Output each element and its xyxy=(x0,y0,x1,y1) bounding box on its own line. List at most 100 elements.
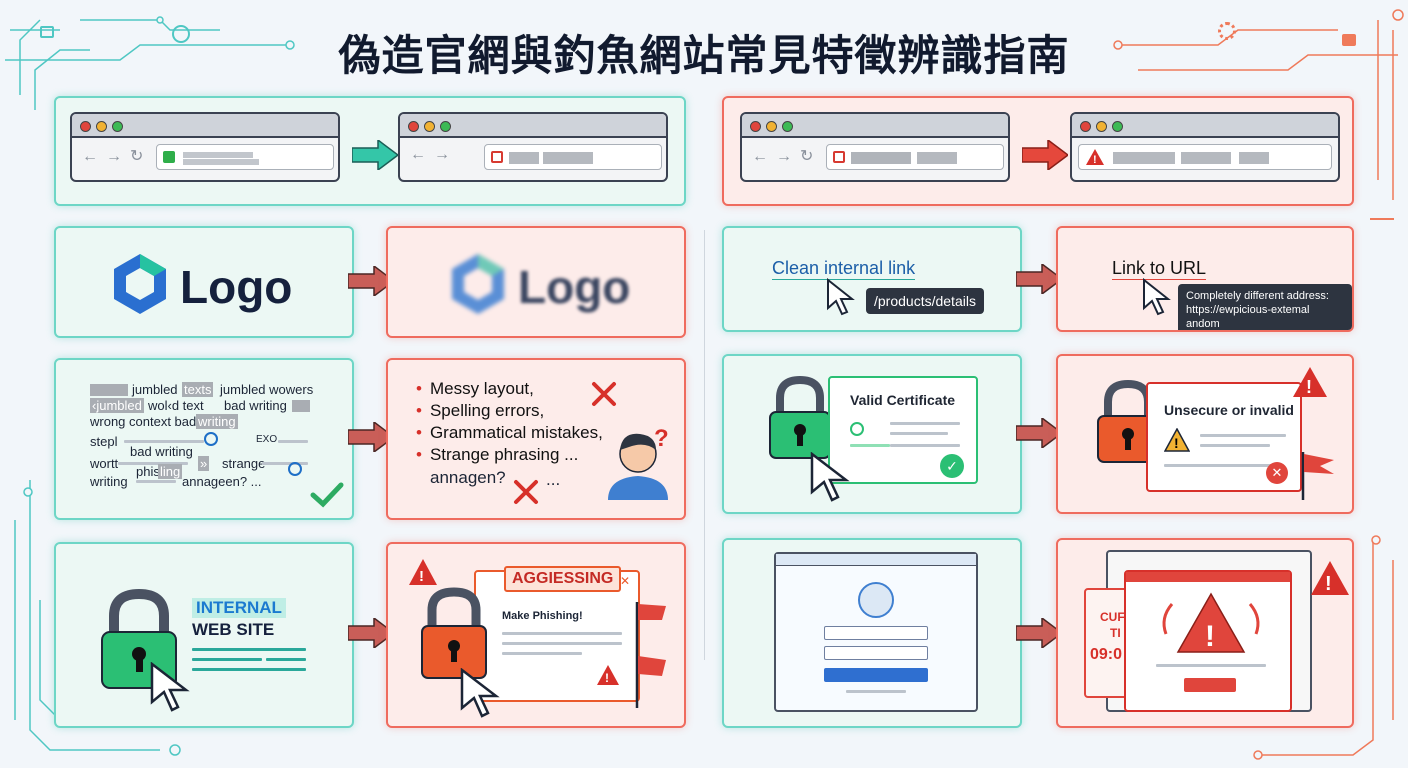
panel-scam-popup: CUF TI 09:0 ! ! xyxy=(1056,538,1354,728)
warning-icon: ! xyxy=(597,665,619,685)
warning-icon: ! xyxy=(1164,428,1190,452)
password-input[interactable] xyxy=(824,646,928,660)
padlock-open-icon xyxy=(833,151,845,163)
scam-alert-window: ! xyxy=(1124,570,1292,712)
tooltip-line-2: https://ewpicious-extemal andom xyxy=(1186,304,1310,330)
cursor-icon xyxy=(810,452,850,502)
arrow-right-icon xyxy=(348,266,394,296)
panel-text-problems: Messy layout, Spelling errors, Grammatic… xyxy=(386,358,686,520)
link-tooltip-clean: /products/details xyxy=(866,288,984,314)
page-title: 偽造官網與釣魚網站常見特徵辨識指南 xyxy=(338,31,1070,80)
panel-fake-popup: ! AGGIESSING ✕ Make Phishing! ! xyxy=(386,542,686,728)
jumbled-highlight: texts xyxy=(182,382,214,397)
lock-icon-corner-red xyxy=(1342,34,1356,46)
cursor-icon xyxy=(460,668,500,718)
address-bar xyxy=(826,144,1004,170)
problem-item: Grammatical mistakes, xyxy=(416,422,603,444)
cursor-icon xyxy=(150,662,190,712)
avatar xyxy=(858,582,894,618)
arrow-right-icon xyxy=(348,422,394,452)
certificate-title-valid: Valid Certificate xyxy=(850,392,956,408)
jumbled-line: wrong context bad xyxy=(90,414,197,429)
globe-icon xyxy=(172,25,190,43)
panel-url-suspicious: ←→↻ ! xyxy=(722,96,1354,206)
gear-icon xyxy=(1218,22,1236,40)
tooltip-line-1: Completely different address: xyxy=(1186,290,1329,302)
circuit-decoration-right xyxy=(1113,9,1404,760)
clean-link-text[interactable]: Clean internal link xyxy=(772,258,916,280)
cursor-icon xyxy=(827,278,855,316)
browser-window-modified: ←→ xyxy=(398,112,668,182)
svg-text:!: ! xyxy=(1306,377,1312,397)
svg-text:!: ! xyxy=(1174,435,1179,451)
nav-arrows-icon: ←→↻ xyxy=(82,148,152,165)
bad-link-text[interactable]: Link to URL xyxy=(1112,258,1207,280)
arrow-right-icon xyxy=(1016,264,1062,294)
panel-login-genuine xyxy=(722,538,1022,728)
green-status-dots-icon xyxy=(850,422,864,436)
jumbled-line: writing xyxy=(90,474,128,489)
jumbled-line: jumbled wowers xyxy=(220,382,314,397)
warning-icon: ! xyxy=(409,559,437,585)
jumbled-highlight: ling xyxy=(158,464,183,479)
lock-icon-corner xyxy=(40,26,54,38)
panel-internal-site: INTERNAL WEB SITE xyxy=(54,542,354,728)
red-flag-icon xyxy=(1301,452,1334,500)
svg-text:?: ? xyxy=(654,425,669,452)
big-warning-icon: ! xyxy=(1162,592,1260,653)
certificate-card-valid: Valid Certificate ✓ xyxy=(828,376,978,484)
nav-arrows-icon: ←→ xyxy=(410,146,458,163)
scam-action-button[interactable] xyxy=(1184,678,1236,692)
internal-label: INTERNAL xyxy=(192,598,286,618)
nav-arrows-icon: ←→↻ xyxy=(752,148,822,165)
problem-item: Spelling errors, xyxy=(416,400,603,422)
problem-trailing-text: annagen? xyxy=(430,468,506,487)
warning-icon: ! xyxy=(1293,367,1327,397)
fake-popup-header: AGGIESSING xyxy=(504,566,622,592)
username-input[interactable] xyxy=(824,626,928,640)
logo-hexagon-icon xyxy=(114,254,166,314)
logo-text-genuine: Logo xyxy=(180,261,293,313)
svg-text:!: ! xyxy=(1205,620,1215,653)
address-bar xyxy=(484,144,662,170)
warning-icon: ! xyxy=(1311,561,1349,595)
close-icon[interactable]: ✕ xyxy=(619,574,630,588)
jumbled-line: wol‹d text xyxy=(148,398,204,413)
back-popup-text: CUF xyxy=(1100,610,1125,624)
circuit-decoration-left xyxy=(5,16,295,756)
login-window xyxy=(774,552,978,712)
address-bar xyxy=(156,144,334,170)
panel-url-lock-genuine: ←→↻ ←→ xyxy=(54,96,686,206)
jumbled-line: strange xyxy=(222,456,266,471)
divider-line xyxy=(704,230,705,660)
fake-popup-body: Make Phishing! xyxy=(502,610,583,622)
website-label: WEB SITE xyxy=(192,620,275,639)
checkmark-icon xyxy=(310,482,344,508)
padlock-red-icon xyxy=(421,587,487,679)
cross-icon xyxy=(592,382,616,406)
login-button[interactable] xyxy=(824,668,928,682)
magnifier-icon xyxy=(288,462,302,476)
jumbled-highlight: » xyxy=(198,456,210,471)
warning-icon: ! xyxy=(1086,149,1104,166)
padlock-closed-icon xyxy=(163,151,175,163)
padlock-green-icon xyxy=(769,375,831,459)
svg-text:!: ! xyxy=(1093,154,1097,166)
svg-text:!: ! xyxy=(1325,573,1332,595)
browser-window-suspicious: ←→↻ xyxy=(740,112,1010,182)
logo-text-fake: Logo xyxy=(518,261,631,313)
jumbled-line: wortt xyxy=(90,456,119,471)
jumbled-line: bad writing xyxy=(130,444,193,459)
arrow-right-icon xyxy=(1022,140,1068,170)
cursor-icon xyxy=(1143,278,1171,316)
logo-hexagon-blurred-icon xyxy=(452,254,504,314)
jumbled-line: stepl xyxy=(90,434,118,449)
error-badge-icon: ✕ xyxy=(1266,462,1288,484)
browser-window-genuine: ←→↻ xyxy=(70,112,340,182)
jumbled-line: jumbled xyxy=(132,382,178,397)
jumbled-line: bad writing xyxy=(224,398,287,413)
panel-logo-fake: Logo xyxy=(386,226,686,338)
fake-popup-window: AGGIESSING ✕ Make Phishing! ! xyxy=(474,566,640,702)
arrow-right-icon xyxy=(348,618,394,648)
panel-cert-valid: Valid Certificate ✓ xyxy=(722,354,1022,514)
